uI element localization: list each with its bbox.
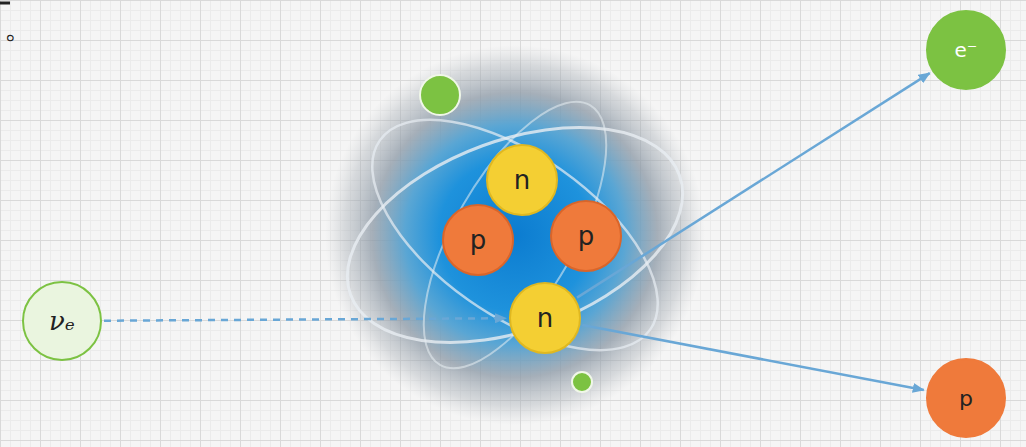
proton-ball: p [550, 200, 622, 272]
particle-symbol: p [959, 386, 973, 411]
particle-symbol: p [470, 225, 487, 255]
atom-cloud [325, 45, 705, 425]
neutron-ball: n [486, 144, 558, 216]
particle-symbol: p [578, 221, 595, 251]
particle-symbol: νₑ [49, 306, 75, 336]
electron-orbit [388, 75, 642, 395]
particle-path-arrow [582, 325, 923, 390]
neutrino-circle: νₑ [22, 281, 102, 361]
electron-circle: e⁻ [926, 10, 1006, 90]
particle-path-arrow [577, 73, 930, 298]
electron-dot [420, 75, 460, 115]
text-fragment [0, 2, 10, 5]
proton-ball: p [442, 204, 514, 276]
particle-symbol: n [514, 165, 530, 195]
neutron-ball: n [509, 282, 581, 354]
text-fragment: 。 [4, 8, 34, 49]
electron-dot [572, 372, 592, 392]
particle-path-arrow [104, 318, 506, 320]
electron-orbit [334, 75, 696, 395]
particle-symbol: e⁻ [955, 38, 978, 62]
particle-symbol: n [537, 303, 553, 333]
proton-circle: p [926, 358, 1006, 438]
